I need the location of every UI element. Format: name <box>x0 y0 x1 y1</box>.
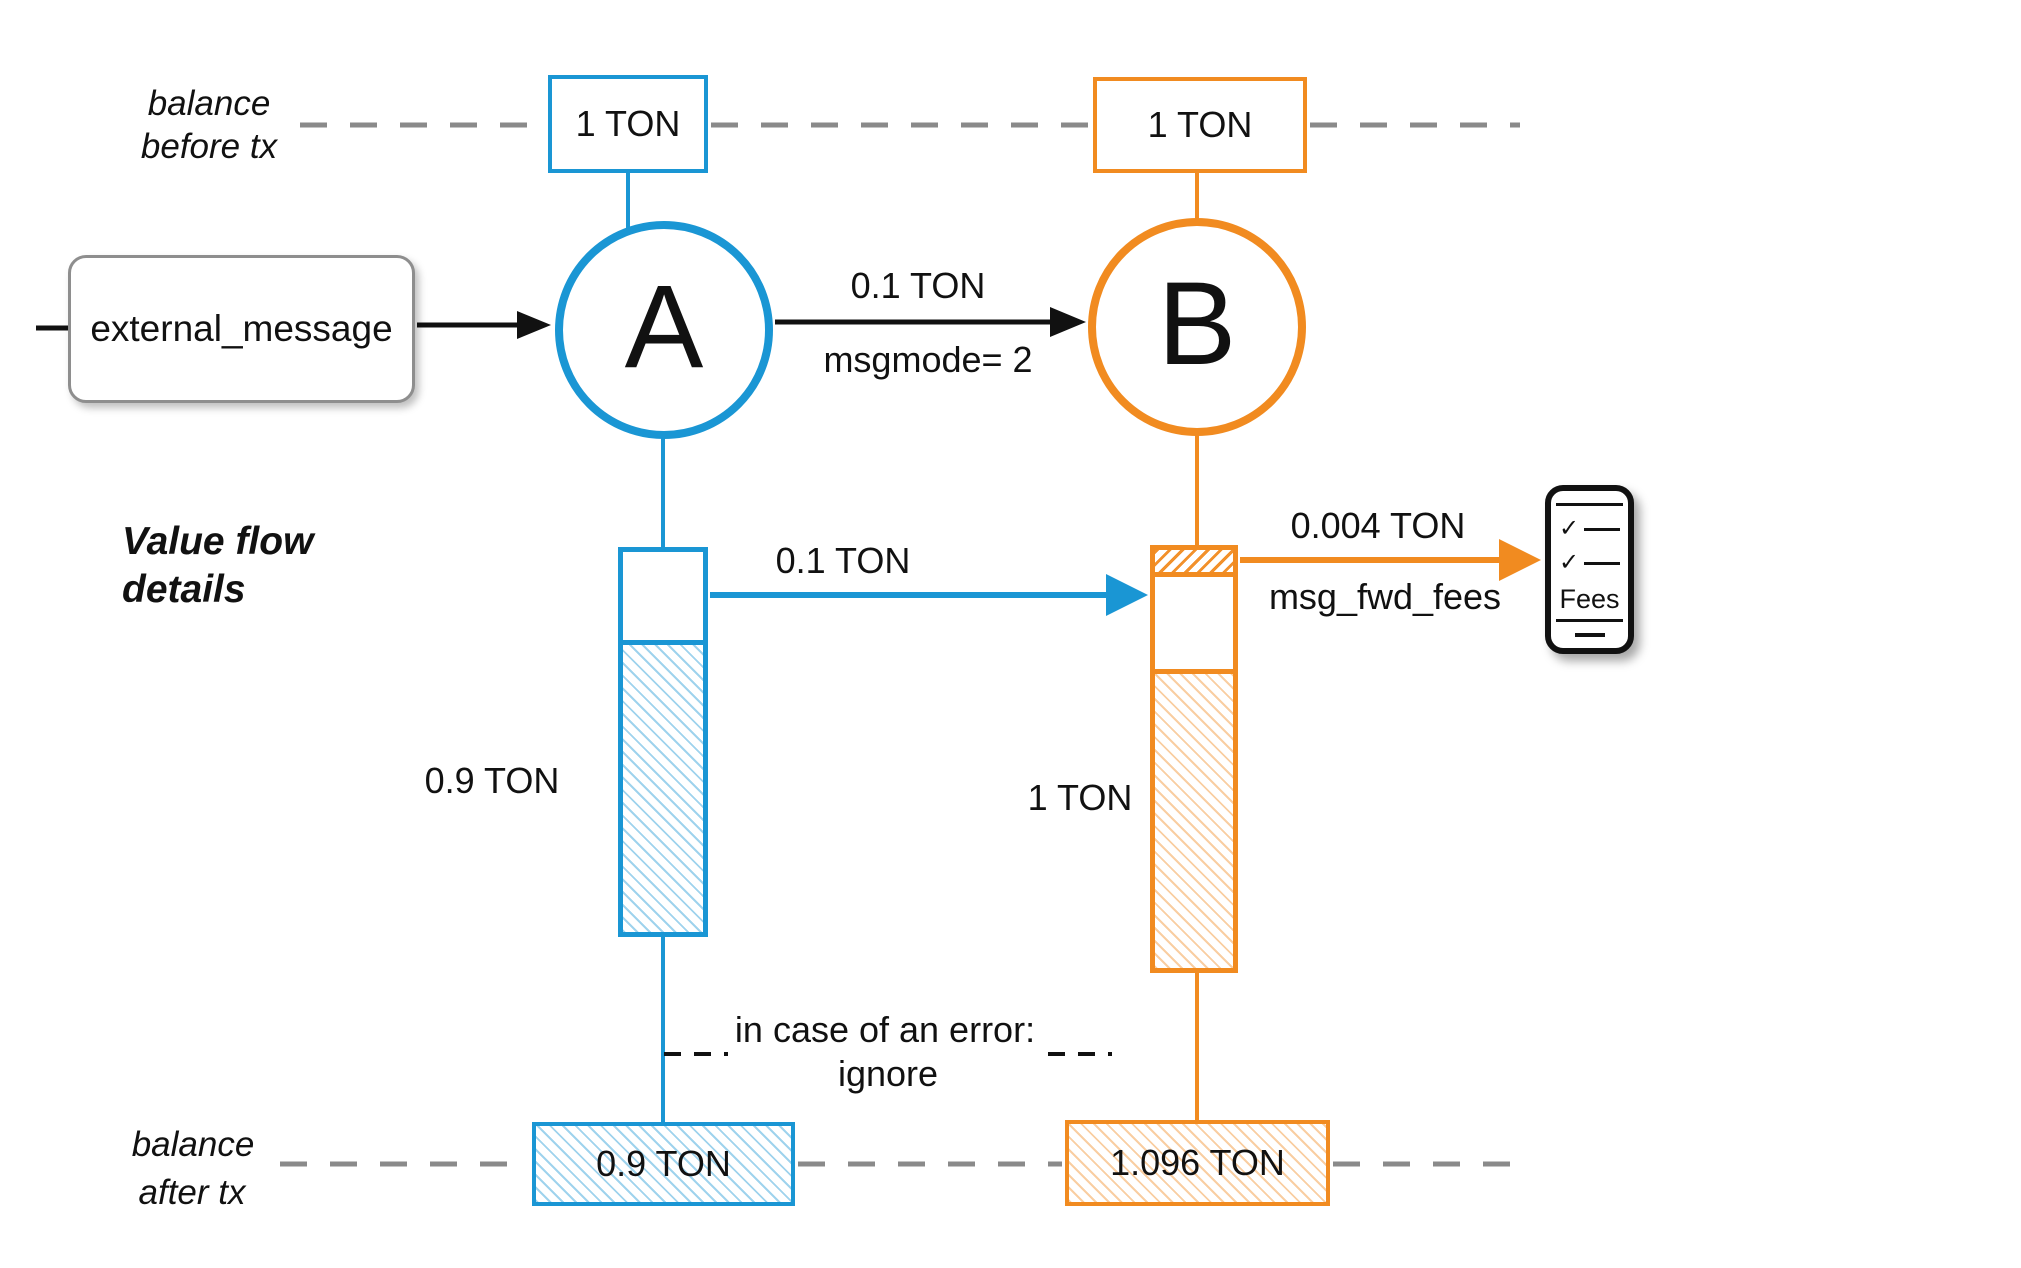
balance-after-a-box: 0.9 TON <box>532 1122 795 1206</box>
fees-icon: ✓ ✓ Fees <box>1545 485 1634 654</box>
balance-after-label-line2: after tx <box>138 1173 246 1212</box>
fees-icon-row2: ✓ <box>1559 549 1621 576</box>
fees-arrow-head <box>1499 539 1541 581</box>
error-note-line1: in case of an error: <box>734 1009 1036 1050</box>
account-a-circle: A <box>555 221 773 439</box>
balance-before-label-line2: before tx <box>140 127 278 166</box>
message-amount-label: 0.1 TON <box>850 265 986 306</box>
fees-icon-row1-line <box>1584 527 1621 531</box>
section-title-line2: details <box>122 567 246 611</box>
balance-before-label-line1: balance <box>147 84 271 123</box>
external-message-label: external_message <box>90 308 393 349</box>
fees-amount-label: 0.004 TON <box>1290 505 1466 546</box>
value-bar-b-received-segment <box>1155 577 1233 674</box>
value-bar-a-remaining-segment <box>623 645 703 932</box>
fees-icon-row2-line <box>1584 561 1621 565</box>
balance-before-b-box: 1 TON <box>1093 77 1307 173</box>
balance-before-b-value: 1 TON <box>1147 104 1253 145</box>
account-b-circle: B <box>1088 218 1306 436</box>
message-arrow-head <box>1050 307 1086 337</box>
balance-after-a-value: 0.9 TON <box>596 1143 731 1184</box>
section-title: Value flow details <box>122 518 313 613</box>
fees-icon-top-line <box>1556 503 1623 506</box>
error-note-line2: ignore <box>837 1053 939 1094</box>
section-title-line1: Value flow <box>122 520 314 563</box>
value-bar-b-fees-segment <box>1155 550 1233 577</box>
value-bar-a <box>618 547 708 937</box>
balance-before-a-box: 1 TON <box>548 75 708 173</box>
bar-b-amount-label: 1 TON <box>1027 777 1133 818</box>
external-message-box: external_message <box>68 255 415 403</box>
balance-after-label-line1: balance <box>131 1125 255 1164</box>
fees-icon-bottom-line <box>1556 619 1623 622</box>
value-bar-a-sent-segment <box>623 552 703 645</box>
balance-after-b-box: 1.096 TON <box>1065 1120 1330 1206</box>
check-icon: ✓ <box>1559 515 1580 542</box>
check-icon: ✓ <box>1559 549 1580 576</box>
transfer-arrow-head <box>1106 574 1148 616</box>
fees-icon-row1: ✓ <box>1559 515 1621 542</box>
fees-name-label: msg_fwd_fees <box>1268 576 1502 617</box>
transfer-amount-label: 0.1 TON <box>775 540 911 581</box>
balance-after-b-value: 1.096 TON <box>1110 1142 1285 1183</box>
value-bar-b <box>1150 545 1238 973</box>
fees-icon-home-dash <box>1574 633 1605 637</box>
account-a-letter: A <box>624 261 704 393</box>
bar-a-amount-label: 0.9 TON <box>424 760 560 801</box>
account-b-letter: B <box>1157 258 1237 390</box>
fees-icon-label: Fees <box>1559 584 1620 614</box>
message-mode-label: msgmode= 2 <box>823 339 1033 380</box>
balance-before-a-value: 1 TON <box>575 103 681 144</box>
value-bar-b-balance-segment <box>1155 674 1233 968</box>
external-arrow-head <box>517 311 551 339</box>
